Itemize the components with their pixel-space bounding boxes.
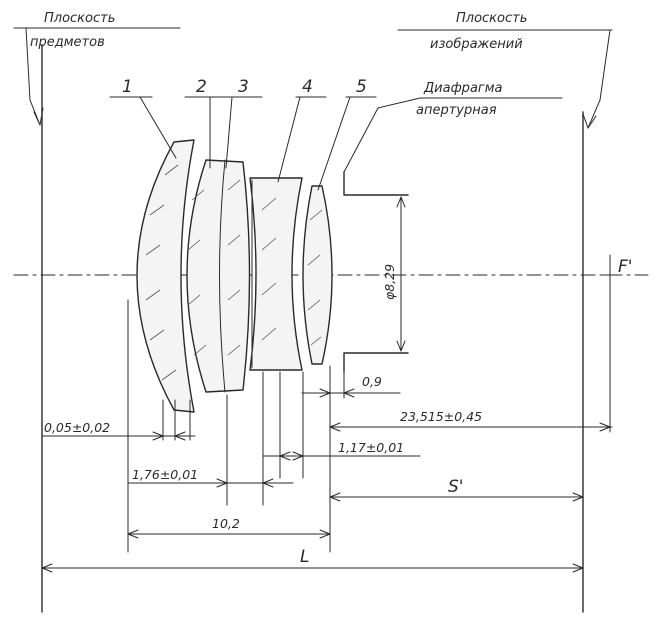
back-focal-label: S' xyxy=(448,477,463,497)
dimension-thickness xyxy=(127,478,294,488)
aperture-diameter-label: φ8,29 xyxy=(382,264,397,300)
total-length-label: L xyxy=(300,547,309,567)
focal-point-label: F' xyxy=(618,257,632,277)
lens-number-4: 4 xyxy=(302,77,313,97)
focal-point-marker xyxy=(603,254,617,433)
lens-1 xyxy=(136,139,195,413)
thickness-label: 1,76±0,01 xyxy=(132,467,198,482)
lens-number-1: 1 xyxy=(122,77,133,97)
lens-5 xyxy=(302,185,333,365)
aperture-stop xyxy=(343,97,563,373)
lens-length-label: 10,2 xyxy=(212,516,240,531)
object-plane-label-line2: предметов xyxy=(30,35,105,50)
dimension-air-gap-first xyxy=(41,431,196,441)
aperture-diameter-dimension xyxy=(396,196,406,352)
image-plane xyxy=(397,29,613,613)
extension-lines xyxy=(127,299,345,553)
dimension-back-focal xyxy=(329,492,584,502)
lens-number-leaders xyxy=(109,96,377,191)
back-length-label: 23,515±0,45 xyxy=(400,409,482,424)
lens-number-2: 2 xyxy=(196,77,207,97)
object-plane xyxy=(13,27,181,613)
lens-2-3-doublet xyxy=(186,159,251,393)
lens-4 xyxy=(249,177,303,371)
dimension-lens-length xyxy=(127,529,331,539)
gap-second-label: 1,17±0,01 xyxy=(338,440,404,455)
dimension-total-length xyxy=(41,563,584,573)
lens-number-3: 3 xyxy=(238,77,249,97)
dimension-gap-second xyxy=(262,451,421,461)
aperture-label-line1: Диафрагма xyxy=(423,81,503,96)
stop-gap-label: 0,9 xyxy=(362,374,382,389)
image-plane-label-line1: Плоскость xyxy=(456,11,527,26)
image-plane-label-line2: изображений xyxy=(430,37,523,52)
dimension-back-length xyxy=(329,422,613,432)
air-gap-first-label: 0,05±0,02 xyxy=(44,420,110,435)
lens-number-5: 5 xyxy=(356,77,367,97)
aperture-label-line2: апертурная xyxy=(416,103,497,118)
object-plane-label-line1: Плоскость xyxy=(44,11,115,26)
dimension-stop-gap xyxy=(301,388,401,398)
